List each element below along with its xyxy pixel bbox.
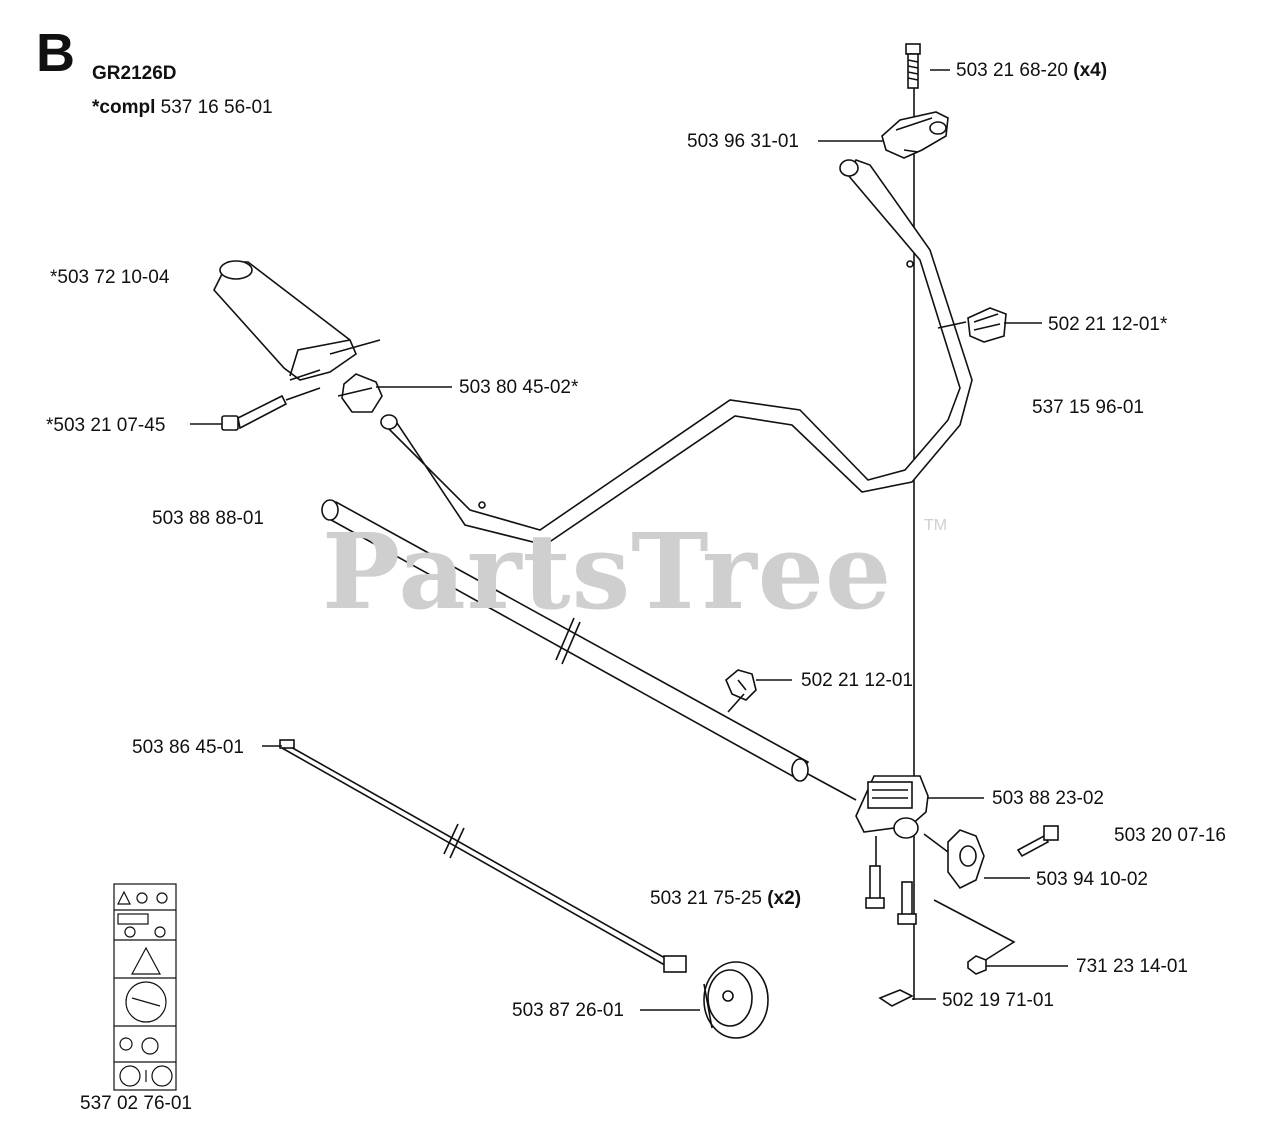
square-plate	[878, 989, 914, 1007]
part-label-p1[interactable]: 503 21 68-20 (x4)	[956, 61, 1107, 80]
grommet-lower	[725, 669, 757, 713]
drive-shaft	[279, 739, 687, 973]
part-label-p18[interactable]: 537 02 76-01	[80, 1093, 192, 1114]
part-label-p2[interactable]: 503 96 31-01	[687, 131, 799, 152]
bracket-bolt	[1016, 825, 1059, 858]
handle-bar	[383, 159, 973, 546]
model-name: GR2126D	[92, 63, 177, 84]
handle-clamp	[881, 111, 949, 159]
handle-grip	[213, 260, 381, 381]
bolt-top	[905, 43, 921, 89]
shaft-tube	[321, 499, 857, 801]
guard-bracket	[923, 829, 985, 890]
part-label-p15[interactable]: 731 23 14-01	[1076, 956, 1188, 977]
part-label-p8[interactable]: 503 88 88-01	[152, 508, 264, 529]
part-number: 503 21 75-25	[650, 888, 762, 909]
part-label-p12[interactable]: 503 20 07-16	[1114, 825, 1226, 846]
part-label-p14[interactable]: 503 21 75-25 (x2)	[650, 889, 801, 908]
grommet-upper	[967, 307, 1007, 343]
part-label-p5[interactable]: 503 80 45-02*	[459, 377, 579, 398]
nut	[967, 955, 987, 975]
support-wheel	[703, 961, 769, 1039]
complete-assembly-line: *compl 537 16 56-01	[92, 98, 273, 117]
part-qty: (x2)	[767, 888, 802, 909]
part-label-p7[interactable]: 537 15 96-01	[1032, 397, 1144, 418]
part-label-p6[interactable]: *503 21 07-45	[46, 415, 166, 436]
part-label-p13[interactable]: 503 94 10-02	[1036, 869, 1148, 890]
part-qty: (x4)	[1073, 60, 1108, 81]
part-label-p3[interactable]: *503 72 10-04	[50, 267, 170, 288]
decal-sheet	[113, 883, 177, 1091]
part-label-p16[interactable]: 503 87 26-01	[512, 1000, 624, 1021]
compl-number: 537 16 56-01	[160, 97, 273, 118]
housing-bolts	[865, 836, 917, 925]
grip-clamp	[337, 373, 383, 413]
part-label-p4[interactable]: 502 21 12-01*	[1048, 314, 1168, 335]
gear-housing	[855, 775, 929, 839]
compl-prefix: *compl	[92, 97, 156, 118]
part-label-p17[interactable]: 502 19 71-01	[942, 990, 1054, 1011]
part-label-p9[interactable]: 502 21 12-01	[801, 670, 913, 691]
section-letter: B	[36, 23, 75, 83]
bolt-grip	[221, 387, 321, 431]
part-label-p11[interactable]: 503 88 23-02	[992, 788, 1104, 809]
watermark: PartsTree	[322, 510, 893, 633]
part-label-p10[interactable]: 503 86 45-01	[132, 737, 244, 758]
part-number: 503 21 68-20	[956, 60, 1068, 81]
watermark-tm: TM	[924, 517, 948, 534]
